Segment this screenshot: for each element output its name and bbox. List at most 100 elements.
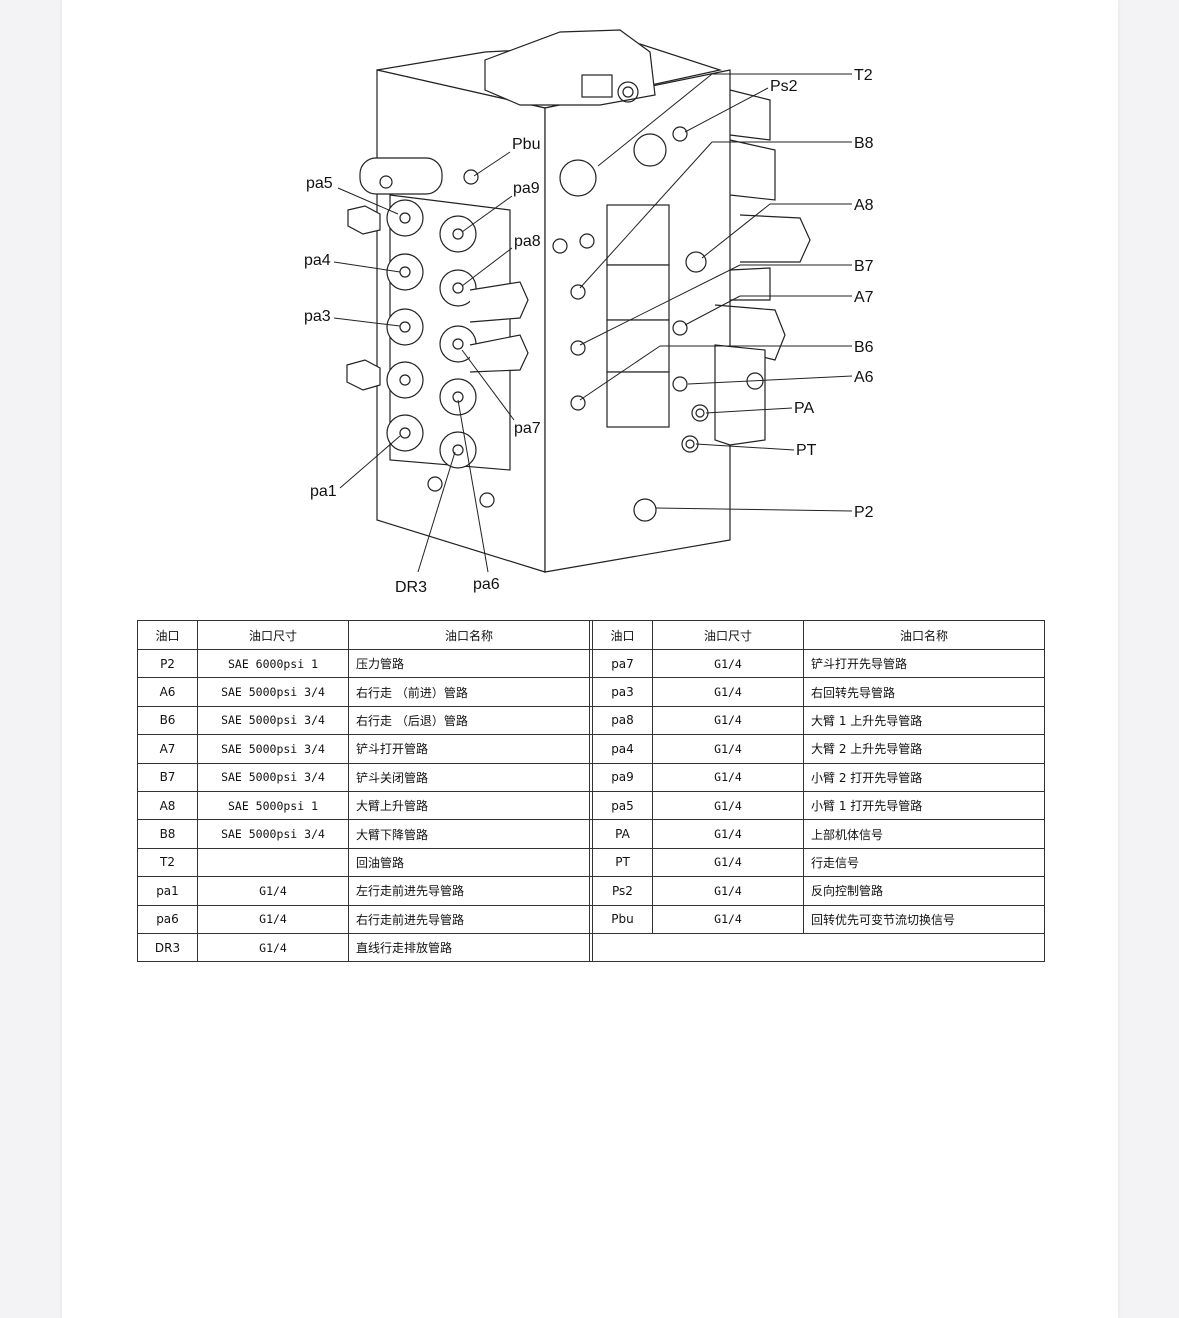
cell-name: 压力管路 <box>348 648 590 679</box>
cell-port: PT <box>592 847 653 878</box>
cell-name: 铲斗关闭管路 <box>348 762 590 792</box>
cell-port: Pbu <box>592 904 653 934</box>
label-pa5: pa5 <box>306 175 333 192</box>
cell-name: 大臂下降管路 <box>348 819 590 849</box>
cell-size: SAE 5000psi 3/4 <box>197 762 349 792</box>
label-pa7: pa7 <box>514 420 541 437</box>
label-pa9: pa9 <box>513 180 540 197</box>
cell-size: G1/4 <box>652 762 804 792</box>
label-pa4: pa4 <box>304 252 331 269</box>
cell-port: T2 <box>137 847 198 878</box>
cell-size: G1/4 <box>652 705 804 736</box>
cell-name: 反向控制管路 <box>803 876 1045 906</box>
cell-name: 直线行走排放管路 <box>348 932 590 963</box>
empty-cell <box>592 932 1045 963</box>
cell-port: P2 <box>137 648 198 679</box>
label-pa8: pa8 <box>514 233 541 250</box>
port-labels: T2 Ps2 B8 A8 B7 A7 B6 A6 PA PT P2 Pbu pa… <box>304 67 874 596</box>
cell-size <box>197 847 349 878</box>
label-B8: B8 <box>854 135 874 152</box>
cell-name: 回油管路 <box>348 847 590 878</box>
label-PA: PA <box>794 400 814 417</box>
cell-port: B6 <box>137 705 198 736</box>
cell-size: G1/4 <box>197 876 349 906</box>
label-A8: A8 <box>854 197 874 214</box>
pilot-ports <box>386 199 477 469</box>
cell-port: A8 <box>137 790 198 821</box>
cell-name: 右行走前进先导管路 <box>348 904 590 934</box>
cell-name: 上部机体信号 <box>803 819 1045 849</box>
right-spools <box>714 89 811 446</box>
cell-port: B7 <box>137 762 198 792</box>
label-T2: T2 <box>854 67 873 84</box>
label-PT: PT <box>796 442 817 459</box>
label-B6: B6 <box>854 339 874 356</box>
cell-port: Ps2 <box>592 876 653 906</box>
header-name: 油口名称 <box>803 620 1045 650</box>
cell-name: 铲斗打开先导管路 <box>803 648 1045 679</box>
cell-name: 小臂 1 打开先导管路 <box>803 790 1045 821</box>
label-pa3: pa3 <box>304 308 331 325</box>
cell-name: 右行走 （前进）管路 <box>348 677 590 707</box>
cell-name: 回转优先可变节流切换信号 <box>803 904 1045 934</box>
cell-port: PA <box>592 819 653 849</box>
cell-port: B8 <box>137 819 198 849</box>
cell-name: 右回转先导管路 <box>803 677 1045 707</box>
table-header-row: 油口 油口尺寸 油口名称 油口 油口尺寸 油口名称 <box>137 620 1045 650</box>
label-A7: A7 <box>854 289 874 306</box>
cell-port: pa5 <box>592 790 653 821</box>
header-name: 油口名称 <box>348 620 590 650</box>
cell-name: 右行走 （后退）管路 <box>348 705 590 736</box>
label-Ps2: Ps2 <box>770 78 798 95</box>
cell-size: G1/4 <box>197 932 349 963</box>
valve-block-diagram: T2 Ps2 B8 A8 B7 A7 B6 A6 PA PT P2 Pbu pa… <box>304 29 874 596</box>
top-cap <box>484 29 656 106</box>
cell-size: SAE 5000psi 3/4 <box>197 705 349 736</box>
cell-name: 小臂 2 打开先导管路 <box>803 762 1045 792</box>
cell-size: G1/4 <box>652 876 804 906</box>
label-B7: B7 <box>854 258 874 275</box>
cell-port: DR3 <box>137 932 198 963</box>
cell-size: G1/4 <box>652 790 804 821</box>
cell-port: A6 <box>137 677 198 707</box>
header-size: 油口尺寸 <box>197 620 349 650</box>
cell-name: 左行走前进先导管路 <box>348 876 590 906</box>
label-P2: P2 <box>854 504 874 521</box>
cell-size: SAE 5000psi 3/4 <box>197 734 349 764</box>
header-port: 油口 <box>592 620 653 650</box>
cell-size: SAE 5000psi 1 <box>197 790 349 821</box>
header-port: 油口 <box>137 620 198 650</box>
center-sections <box>606 204 670 428</box>
label-Pbu: Pbu <box>512 136 540 153</box>
cell-size: G1/4 <box>652 847 804 878</box>
cell-size: SAE 5000psi 3/4 <box>197 677 349 707</box>
cell-size: SAE 5000psi 3/4 <box>197 819 349 849</box>
label-DR3: DR3 <box>395 579 427 596</box>
cell-size: SAE 6000psi 1 <box>197 648 349 679</box>
header-size: 油口尺寸 <box>652 620 804 650</box>
cell-port: pa9 <box>592 762 653 792</box>
cell-name: 大臂 2 上升先导管路 <box>803 734 1045 764</box>
cell-name: 大臂 1 上升先导管路 <box>803 705 1045 736</box>
cell-port: pa8 <box>592 705 653 736</box>
cell-size: G1/4 <box>652 819 804 849</box>
cell-size: G1/4 <box>652 648 804 679</box>
cell-size: G1/4 <box>652 904 804 934</box>
cell-port: pa3 <box>592 677 653 707</box>
cell-name: 行走信号 <box>803 847 1045 878</box>
cell-port: pa1 <box>137 876 198 906</box>
cell-name: 大臂上升管路 <box>348 790 590 821</box>
label-pa6: pa6 <box>473 576 500 593</box>
label-A6: A6 <box>854 369 874 386</box>
cell-port: pa4 <box>592 734 653 764</box>
